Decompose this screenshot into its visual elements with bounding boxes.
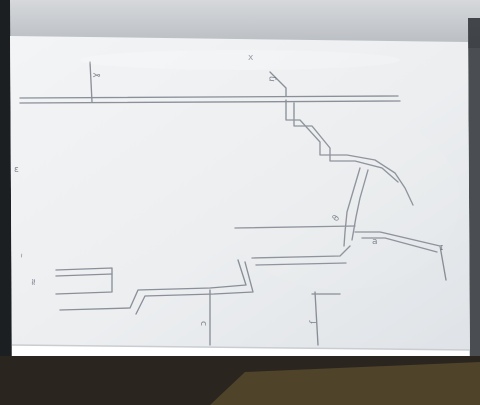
sketch-route-main — [285, 99, 414, 206]
paper-bottom-edge — [11, 344, 471, 351]
sketch-middle-line — [234, 225, 356, 229]
sketch-lower-upper-link — [251, 245, 351, 259]
left-shadow-edge — [0, 0, 12, 405]
sketch-lower-route — [59, 259, 247, 311]
sketch-bottom-branch-2 — [314, 291, 319, 346]
sketch-left-box — [55, 267, 113, 295]
table-light-patch — [210, 362, 480, 405]
handwritten-notes: ɣ x ŋ ϑ a ɪ – ≈ ɔ ſ ɛ — [14, 53, 443, 326]
sketch-right-branch-parallel — [361, 237, 438, 253]
sketch-route-vertical — [343, 167, 361, 247]
handwritten-note: ϑ — [331, 213, 343, 223]
handwritten-note: x — [248, 53, 254, 63]
sketch-left-box-line — [55, 273, 113, 277]
sketch-line-top — [19, 95, 399, 99]
sketch-upper-branch-1 — [89, 61, 93, 103]
sketch-lower-route-parallel — [135, 261, 254, 315]
handwritten-note: ɔ — [199, 321, 209, 326]
right-shadow-edge — [468, 18, 480, 392]
sketch-upper-branch-2 — [269, 71, 287, 97]
handwritten-note: ɣ — [91, 72, 101, 78]
handwritten-note: ɛ — [14, 165, 19, 175]
handwritten-note: a — [372, 237, 378, 247]
handwritten-note: ŋ — [267, 75, 278, 82]
sketch-line-top-double — [19, 100, 401, 104]
paper-sheet — [10, 36, 470, 350]
sketch-lower-upper-link-parallel — [255, 262, 347, 266]
sketch-route-parallel — [293, 102, 399, 183]
sketch-right-branch — [354, 231, 447, 281]
handwritten-note: – — [17, 253, 27, 259]
handwritten-note: ſ — [309, 320, 319, 325]
top-paper-glare — [80, 50, 400, 70]
handwritten-note: ɪ — [440, 243, 443, 253]
pencil-sketch — [19, 61, 447, 346]
sketch-route-vertical-parallel — [351, 169, 369, 241]
center-paper-glare — [220, 110, 460, 290]
handwritten-note: ≈ — [29, 278, 40, 286]
